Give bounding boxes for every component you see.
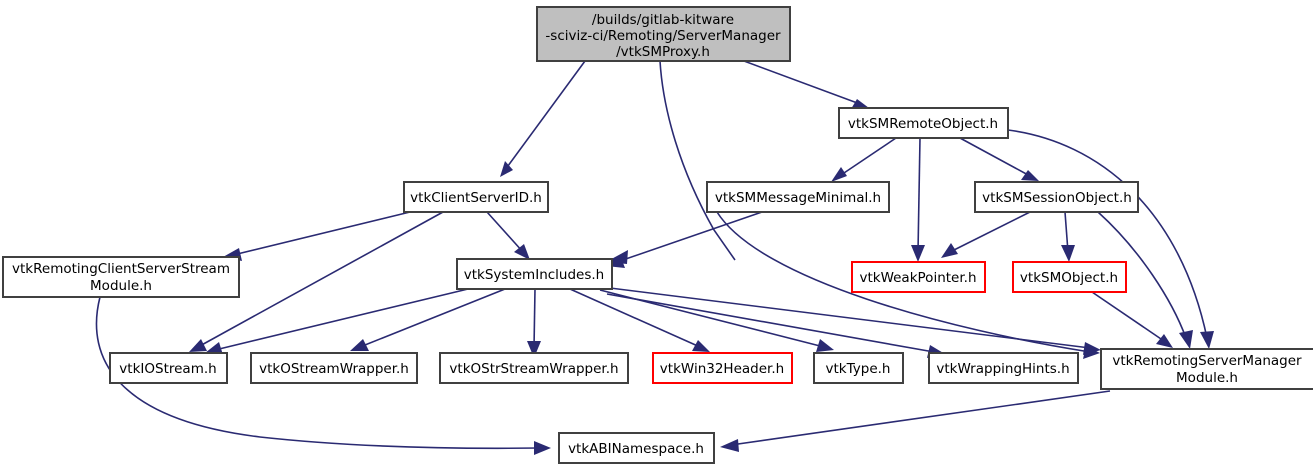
edge-messageminimal-to-systemincludes xyxy=(616,211,763,263)
node-vtkclientserverid[interactable]: vtkClientServerID.h xyxy=(403,181,549,213)
edge-systemincludes-to-ostrstreamwrapper xyxy=(533,288,536,349)
arrowhead-clientserverid xyxy=(500,161,513,177)
node-box-vtksmremoteobject[interactable] xyxy=(838,107,1009,139)
arrowhead-win32header xyxy=(692,340,710,352)
node-vtkiostream[interactable]: vtkIOStream.h xyxy=(109,352,228,384)
node-box-vtkweakpointer[interactable] xyxy=(851,261,986,293)
arrowhead-weakpointer-right xyxy=(941,243,958,258)
node-vtkremotingclientserverstreammodule[interactable]: vtkRemotingClientServerStream Module.h xyxy=(2,256,240,298)
node-box-vtkostrstreamwrapper[interactable] xyxy=(439,352,629,384)
edge-clientserverid-to-iostream xyxy=(197,211,444,348)
node-vtkabinamespace[interactable]: vtkABINamespace.h xyxy=(558,432,715,464)
edge-root-to-clientserverid xyxy=(504,60,586,171)
arrowhead-servermanagermodule-far-right xyxy=(1200,331,1214,349)
node-vtkwin32header[interactable]: vtkWin32Header.h xyxy=(652,352,793,384)
graph-edges xyxy=(95,60,1214,455)
node-box-vtksmsessionobject[interactable] xyxy=(974,181,1139,213)
node-box-vtkiostream[interactable] xyxy=(109,352,228,384)
edge-systemincludes-to-win32header xyxy=(569,288,701,348)
graph-nodes: /builds/gitlab-kitware -sciviz-ci/Remoti… xyxy=(2,6,1313,464)
node-box-vtksystemincludes[interactable] xyxy=(456,258,613,290)
arrowhead-ostrstreamwrapper xyxy=(527,341,541,358)
edge-sessionobject-to-weakpointer xyxy=(949,211,1031,253)
node-vtkostreamwrapper[interactable]: vtkOStreamWrapper.h xyxy=(250,352,418,384)
arrowhead-systemincludes-top xyxy=(514,244,530,260)
arrowhead-servermanagermodule-long xyxy=(1083,342,1101,355)
arrowhead-smobject xyxy=(1061,245,1075,262)
edge-clientserverstreammodule-to-abinamespace xyxy=(95,296,541,450)
arrowhead-servermanagermodule-from-smobject xyxy=(1156,334,1173,348)
node-vtksmobject[interactable]: vtkSMObject.h xyxy=(1012,261,1127,293)
node-vtksmmessageminimal[interactable]: vtkSMMessageMinimal.h xyxy=(706,181,890,213)
node-box-vtksmobject[interactable] xyxy=(1012,261,1127,293)
edge-sessionobject-to-servermanagermodule xyxy=(1097,211,1187,339)
arrowhead-remoteobject xyxy=(851,99,869,109)
edge-messageminimal-to-servermanagermodule xyxy=(716,211,1091,353)
node-vtkremotingservermanagermodule[interactable]: vtkRemotingServerManager Module.h xyxy=(1100,348,1313,390)
edge-remoteobject-to-messageminimal xyxy=(837,137,897,178)
node-vtktype[interactable]: vtkType.h xyxy=(813,352,904,384)
node-vtksmremoteobject[interactable]: vtkSMRemoteObject.h xyxy=(838,107,1009,139)
node-box-vtksmmessageminimal[interactable] xyxy=(706,181,890,213)
edge-remoteobject-to-sessionobject xyxy=(959,137,1031,177)
node-box-vtkclientserverid[interactable] xyxy=(403,181,549,213)
node-box-vtkabinamespace[interactable] xyxy=(558,432,715,464)
node-box-root[interactable] xyxy=(536,6,791,62)
node-vtksmsessionobject[interactable]: vtkSMSessionObject.h xyxy=(974,181,1139,213)
node-box-vtkwrappinghints[interactable] xyxy=(928,352,1079,384)
node-vtkwrappinghints[interactable]: vtkWrappingHints.h xyxy=(928,352,1079,384)
edge-systemincludes-to-wrappinghints xyxy=(606,293,935,353)
node-box-vtkostreamwrapper[interactable] xyxy=(250,352,418,384)
arrowhead-messageminimal xyxy=(831,167,847,182)
arrowhead-iostream-left xyxy=(189,339,207,352)
node-box-vtkremotingclientserverstreammodule[interactable] xyxy=(2,256,240,298)
edge-root-to-systemincludes xyxy=(659,60,736,261)
edge-systemincludes-to-iostream xyxy=(214,288,469,351)
edge-systemincludes-to-servermanagermodule xyxy=(609,287,1091,349)
node-box-vtktype[interactable] xyxy=(813,352,904,384)
node-vtksmproxy-root[interactable]: /builds/gitlab-kitware -sciviz-ci/Remoti… xyxy=(536,6,791,62)
edge-remoteobject-to-servermanagermodule xyxy=(1007,129,1208,339)
arrowhead-servermanagermodule-right xyxy=(1179,330,1193,349)
node-box-vtkremotingservermanagermodule[interactable] xyxy=(1100,348,1313,390)
edge-servermanagermodule-to-abinamespace xyxy=(730,390,1111,446)
arrowhead-iostream-right xyxy=(205,342,223,355)
arrowhead-sessionobject xyxy=(1021,170,1039,181)
edge-clientserverid-to-clientserverstreammodule xyxy=(232,211,411,256)
arrowhead-abinamespace-left xyxy=(534,441,551,455)
node-vtkostrstreamwrapper[interactable]: vtkOStrStreamWrapper.h xyxy=(439,352,629,384)
edge-root-to-remoteobject xyxy=(743,60,861,105)
node-vtksystemincludes[interactable]: vtkSystemIncludes.h xyxy=(456,258,613,290)
arrowhead-ostreamwrapper xyxy=(350,339,369,351)
edge-smobject-to-servermanagermodule xyxy=(1091,291,1165,342)
arrowhead-vtktype xyxy=(816,339,834,352)
arrowhead-weakpointer-left xyxy=(911,245,925,262)
edge-systemincludes-to-ostreamwrapper xyxy=(359,288,506,348)
node-box-vtkwin32header[interactable] xyxy=(652,352,793,384)
edge-clientserverid-to-systemincludes xyxy=(486,211,524,253)
edge-remoteobject-to-weakpointer xyxy=(917,137,921,253)
node-vtkweakpointer[interactable]: vtkWeakPointer.h xyxy=(851,261,986,293)
arrowhead-abinamespace-right xyxy=(720,439,739,452)
